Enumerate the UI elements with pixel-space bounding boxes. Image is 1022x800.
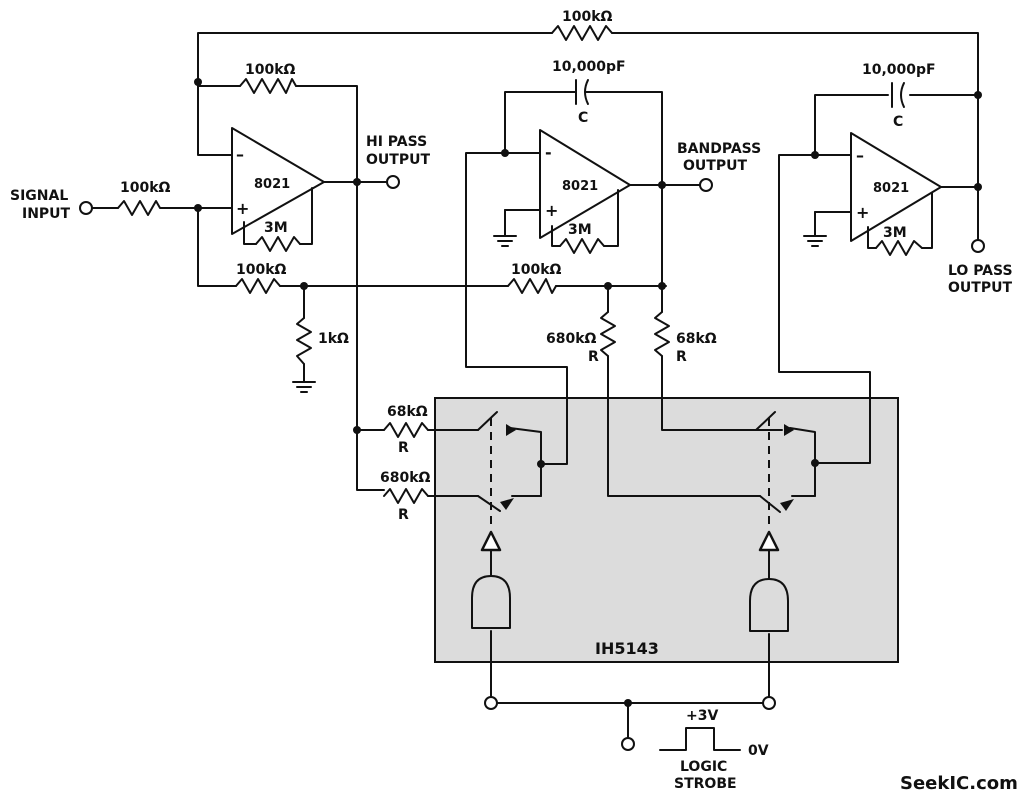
label-bandpass-2: OUTPUT [683,158,747,174]
label-r-top-feedback: 100kΩ [562,9,613,25]
label-r-680-top-name: R [588,349,599,365]
label-r-3m-3: 3M [883,225,907,241]
label-cap1-value: 10,000pF [552,59,626,75]
switch-2-contact-icon [780,499,794,511]
label-hi-pass-1: HI PASS [366,134,427,150]
bandpass-output-terminal [699,178,713,192]
junction-dots [194,78,982,707]
opamp-1: – + 8021 [231,127,325,235]
label-r-input: 100kΩ [120,180,171,196]
label-lo-pass-2: OUTPUT [948,280,1012,296]
ground-icon [292,381,316,393]
label-r-sum2: 100kΩ [511,262,562,278]
opamp-1-label: 8021 [254,177,290,192]
ih5143-package [434,397,899,663]
label-r-68-left-name: R [398,440,409,456]
resistor-3m-2 [559,238,605,254]
resistor-sum1 [235,278,281,294]
switch-1-contact-icon [500,498,514,510]
hi-pass-output-terminal [386,175,400,189]
opamp-2: - + 8021 [539,129,631,239]
resistor-hp-feedback [239,78,297,94]
resistor-3m-1 [255,236,301,252]
label-r-3m-2: 3M [568,222,592,238]
opamp-2-label: 8021 [562,179,598,194]
label-r-68-top-name: R [676,349,687,365]
opamp-2-plus: + [545,201,558,220]
resistor-3m-3 [875,240,923,256]
watermark: SeekIC.com [900,773,1018,794]
label-r-1k: 1kΩ [318,331,349,347]
opamp-1-minus: – [236,145,244,164]
label-hi-pass-2: OUTPUT [366,152,430,168]
label-bandpass-1: BANDPASS [677,141,761,157]
capacitor-2 [891,82,905,108]
ih5143-label: IH5143 [595,639,659,658]
opamp-3-minus: – [856,146,864,165]
label-signal-input-2: INPUT [22,206,71,222]
label-logic: LOGIC [680,759,727,775]
ground-icon [493,235,517,247]
strobe-pulse-icon [659,727,741,751]
label-r-68-left: 68kΩ [387,404,428,420]
ground-icon [803,235,827,247]
strobe-terminal [621,737,635,751]
and-gate-1-icon [471,575,511,629]
resistor-top-feedback [551,25,613,41]
label-lo-pass-1: LO PASS [948,263,1013,279]
label-cap1-name: C [578,110,588,126]
label-r-680-left: 680kΩ [380,470,431,486]
label-voltage-low: 0V [748,743,769,759]
resistor-680k-vertical [600,311,616,357]
label-cap2-name: C [893,114,903,130]
label-strobe: STROBE [674,776,737,792]
resistor-input [117,200,165,216]
label-r-hp-feedback: 100kΩ [245,62,296,78]
resistor-68k-switch [383,422,429,438]
opamp-3-plus: + [856,203,869,222]
label-r-680-left-name: R [398,507,409,523]
label-signal-input-1: SIGNAL [10,188,68,204]
opamp-2-minus: - [545,143,552,162]
label-voltage-high: +3V [686,708,718,724]
logic-terminal-right [762,696,776,710]
label-r-3m-1: 3M [264,220,288,236]
resistor-68k-vertical [654,311,670,357]
switch-1-contact-icon [506,424,516,436]
label-r-680-top: 680kΩ [546,331,597,347]
label-cap2-value: 10,000pF [862,62,936,78]
logic-terminal-left [484,696,498,710]
resistor-680k-switch [383,488,429,504]
opamp-3-label: 8021 [873,181,909,196]
switch-2-contact-icon [784,424,794,436]
capacitor-1 [565,79,593,105]
resistor-sum2 [507,278,557,294]
resistor-1k [296,317,312,365]
lo-pass-output-terminal [971,239,985,253]
opamp-3: – + 8021 [850,132,942,242]
signal-input-terminal [79,201,93,215]
and-gate-2-icon [749,578,789,632]
opamp-1-plus: + [236,199,249,218]
label-r-68-top: 68kΩ [676,331,717,347]
label-r-sum1: 100kΩ [236,262,287,278]
